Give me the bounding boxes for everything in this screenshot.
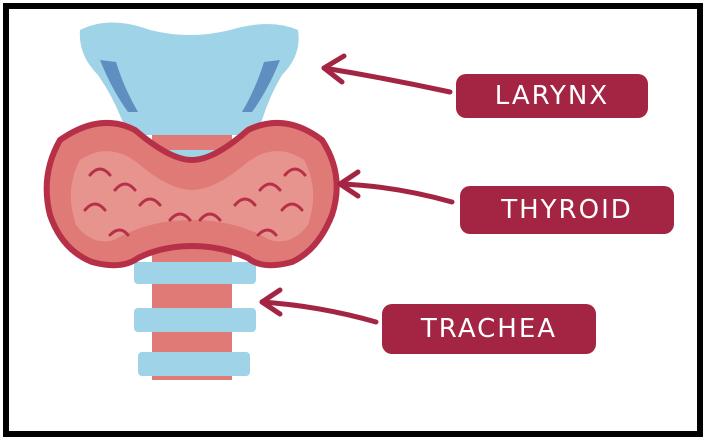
trachea-ring	[138, 352, 250, 376]
trachea-ring	[134, 308, 256, 332]
trachea-ring	[134, 262, 256, 284]
label-thyroid: THYROID	[460, 186, 674, 234]
larynx-shape	[80, 23, 299, 136]
label-trachea: TRACHEA	[382, 304, 596, 354]
label-larynx: LARYNX	[456, 74, 648, 118]
